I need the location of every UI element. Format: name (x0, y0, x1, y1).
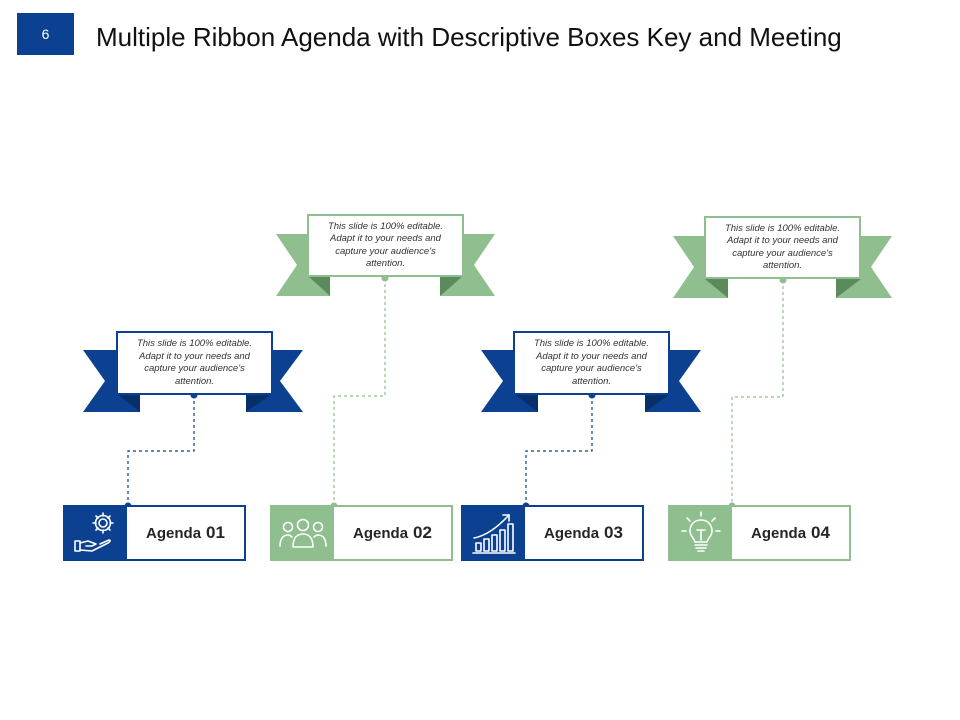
agenda-card-01[interactable]: Agenda 01 (63, 505, 246, 561)
page-title: Multiple Ribbon Agenda with Descriptive … (96, 22, 842, 52)
ribbon-4-left-fold (705, 279, 728, 298)
ribbon-4-text-box: This slide is 100% editable. Adapt it to… (704, 216, 861, 279)
agenda-03-icon-cell (463, 507, 525, 559)
ribbon-1-right-fold (246, 394, 272, 412)
ribbon-4-text: This slide is 100% editable. Adapt it to… (724, 222, 841, 272)
agenda-03-number: 03 (604, 523, 623, 542)
ribbon-3-text: This slide is 100% editable. Adapt it to… (533, 338, 650, 387)
agenda-card-03[interactable]: Agenda 03 (461, 505, 644, 561)
agenda-03-word: Agenda (544, 524, 600, 542)
ribbon-3-left-fold (514, 394, 538, 412)
agenda-02-number: 02 (413, 523, 432, 542)
page-number: 6 (17, 13, 74, 55)
agenda-01-word: Agenda (146, 524, 202, 542)
agenda-02-label: Agenda 02 (334, 507, 451, 559)
ribbon-2-text-box: This slide is 100% editable. Adapt it to… (307, 214, 464, 277)
connector-2 (333, 278, 386, 506)
agenda-04-label: Agenda 04 (732, 507, 849, 559)
ribbon-3-right-fold (645, 394, 670, 412)
agenda-04-word: Agenda (751, 524, 807, 542)
growth-chart-icon (472, 514, 516, 554)
agenda-01-label: Agenda 01 (127, 507, 244, 559)
agenda-01-icon-cell (65, 507, 127, 559)
ribbon-2-left-fold (308, 276, 330, 296)
agenda-04-number: 04 (811, 523, 830, 542)
ribbon-4-right-fold (836, 279, 861, 298)
ribbon-1-left-fold (117, 394, 140, 412)
lightbulb-icon (681, 511, 721, 552)
agenda-03-label: Agenda 03 (525, 507, 642, 559)
agenda-card-02[interactable]: Agenda 02 (270, 505, 453, 561)
agenda-01-number: 01 (206, 523, 225, 542)
gear-hand-icon (74, 512, 114, 552)
agenda-card-04[interactable]: Agenda 04 (668, 505, 851, 561)
ribbon-1-text-box: This slide is 100% editable. Adapt it to… (116, 331, 273, 395)
ribbon-2-right-fold (440, 276, 463, 296)
connector-4 (731, 280, 784, 506)
ribbon-3-text-box: This slide is 100% editable. Adapt it to… (513, 331, 670, 395)
agenda-04-icon-cell (670, 507, 732, 559)
ribbon-1-text: This slide is 100% editable. Adapt it to… (136, 338, 253, 387)
team-icon (279, 518, 327, 548)
agenda-02-icon-cell (272, 507, 334, 559)
ribbon-2-text: This slide is 100% editable. Adapt it to… (327, 220, 444, 270)
agenda-02-word: Agenda (353, 524, 409, 542)
